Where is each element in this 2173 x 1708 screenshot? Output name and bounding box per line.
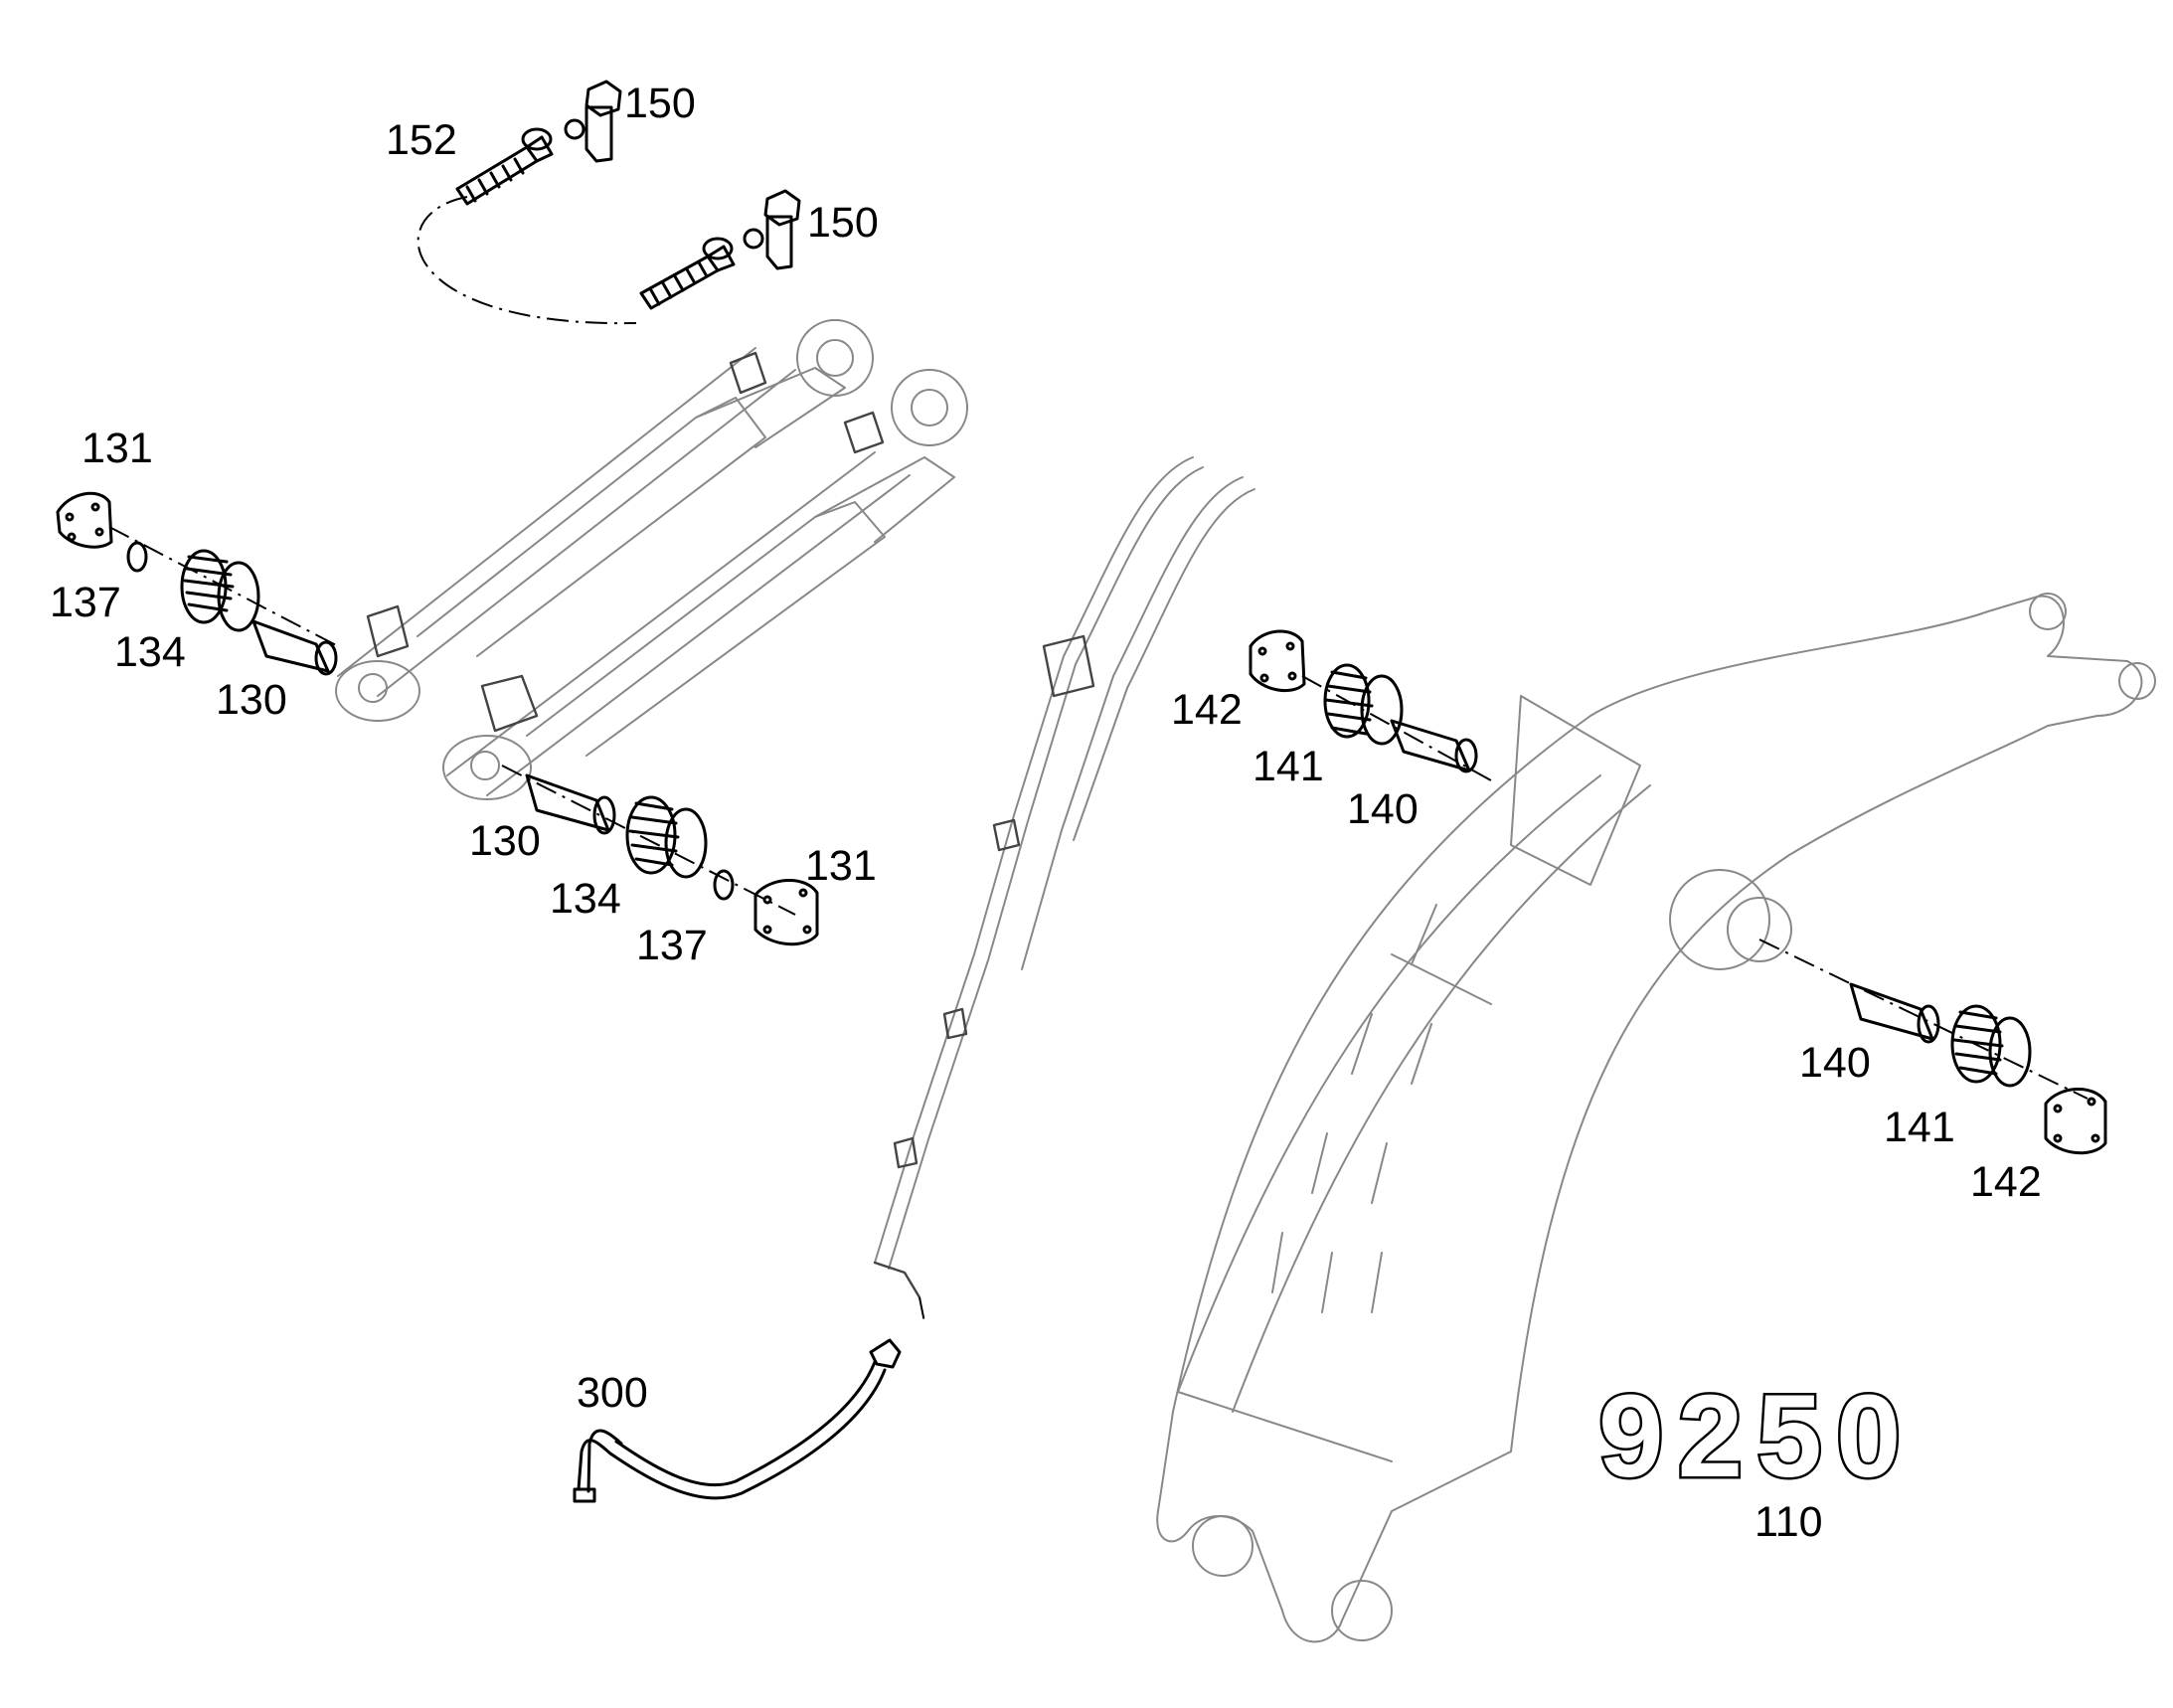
label-137-upper: 137 xyxy=(50,579,121,626)
boom-110 xyxy=(1156,593,2156,1643)
fitting-assembly-upper xyxy=(417,80,801,325)
label-130-upper: 130 xyxy=(216,676,287,724)
label-131-lower: 131 xyxy=(805,842,877,890)
label-137-lower: 137 xyxy=(636,922,708,969)
hose-assembly xyxy=(573,1338,902,1503)
label-140-upper: 140 xyxy=(1347,785,1419,833)
boom-cylinder-left xyxy=(335,319,874,722)
label-142-upper: 142 xyxy=(1171,686,1243,734)
label-142-lower: 142 xyxy=(1970,1158,2042,1206)
label-300: 300 xyxy=(577,1369,648,1417)
pin-assembly-right-upper xyxy=(1249,629,1492,781)
label-141-lower: 141 xyxy=(1884,1104,1955,1151)
label-130-lower: 130 xyxy=(469,817,541,865)
label-141-upper: 141 xyxy=(1253,743,1324,790)
pin-assembly-left-lower xyxy=(501,765,819,946)
pin-assembly-left-upper xyxy=(56,491,339,676)
label-152: 152 xyxy=(386,116,457,164)
hydraulic-line xyxy=(873,456,1255,1323)
boom-cylinder-right xyxy=(442,369,968,800)
label-110: 110 xyxy=(1755,1498,1823,1546)
label-150-upper: 150 xyxy=(624,80,696,127)
label-134-lower: 134 xyxy=(550,875,621,923)
model-number: 9250 xyxy=(1598,1371,1916,1502)
label-134-upper: 134 xyxy=(114,628,186,676)
label-140-lower: 140 xyxy=(1799,1039,1871,1087)
label-150-lower: 150 xyxy=(807,199,879,247)
label-131-upper: 131 xyxy=(82,425,153,472)
pin-assembly-right-lower xyxy=(1758,939,2107,1155)
